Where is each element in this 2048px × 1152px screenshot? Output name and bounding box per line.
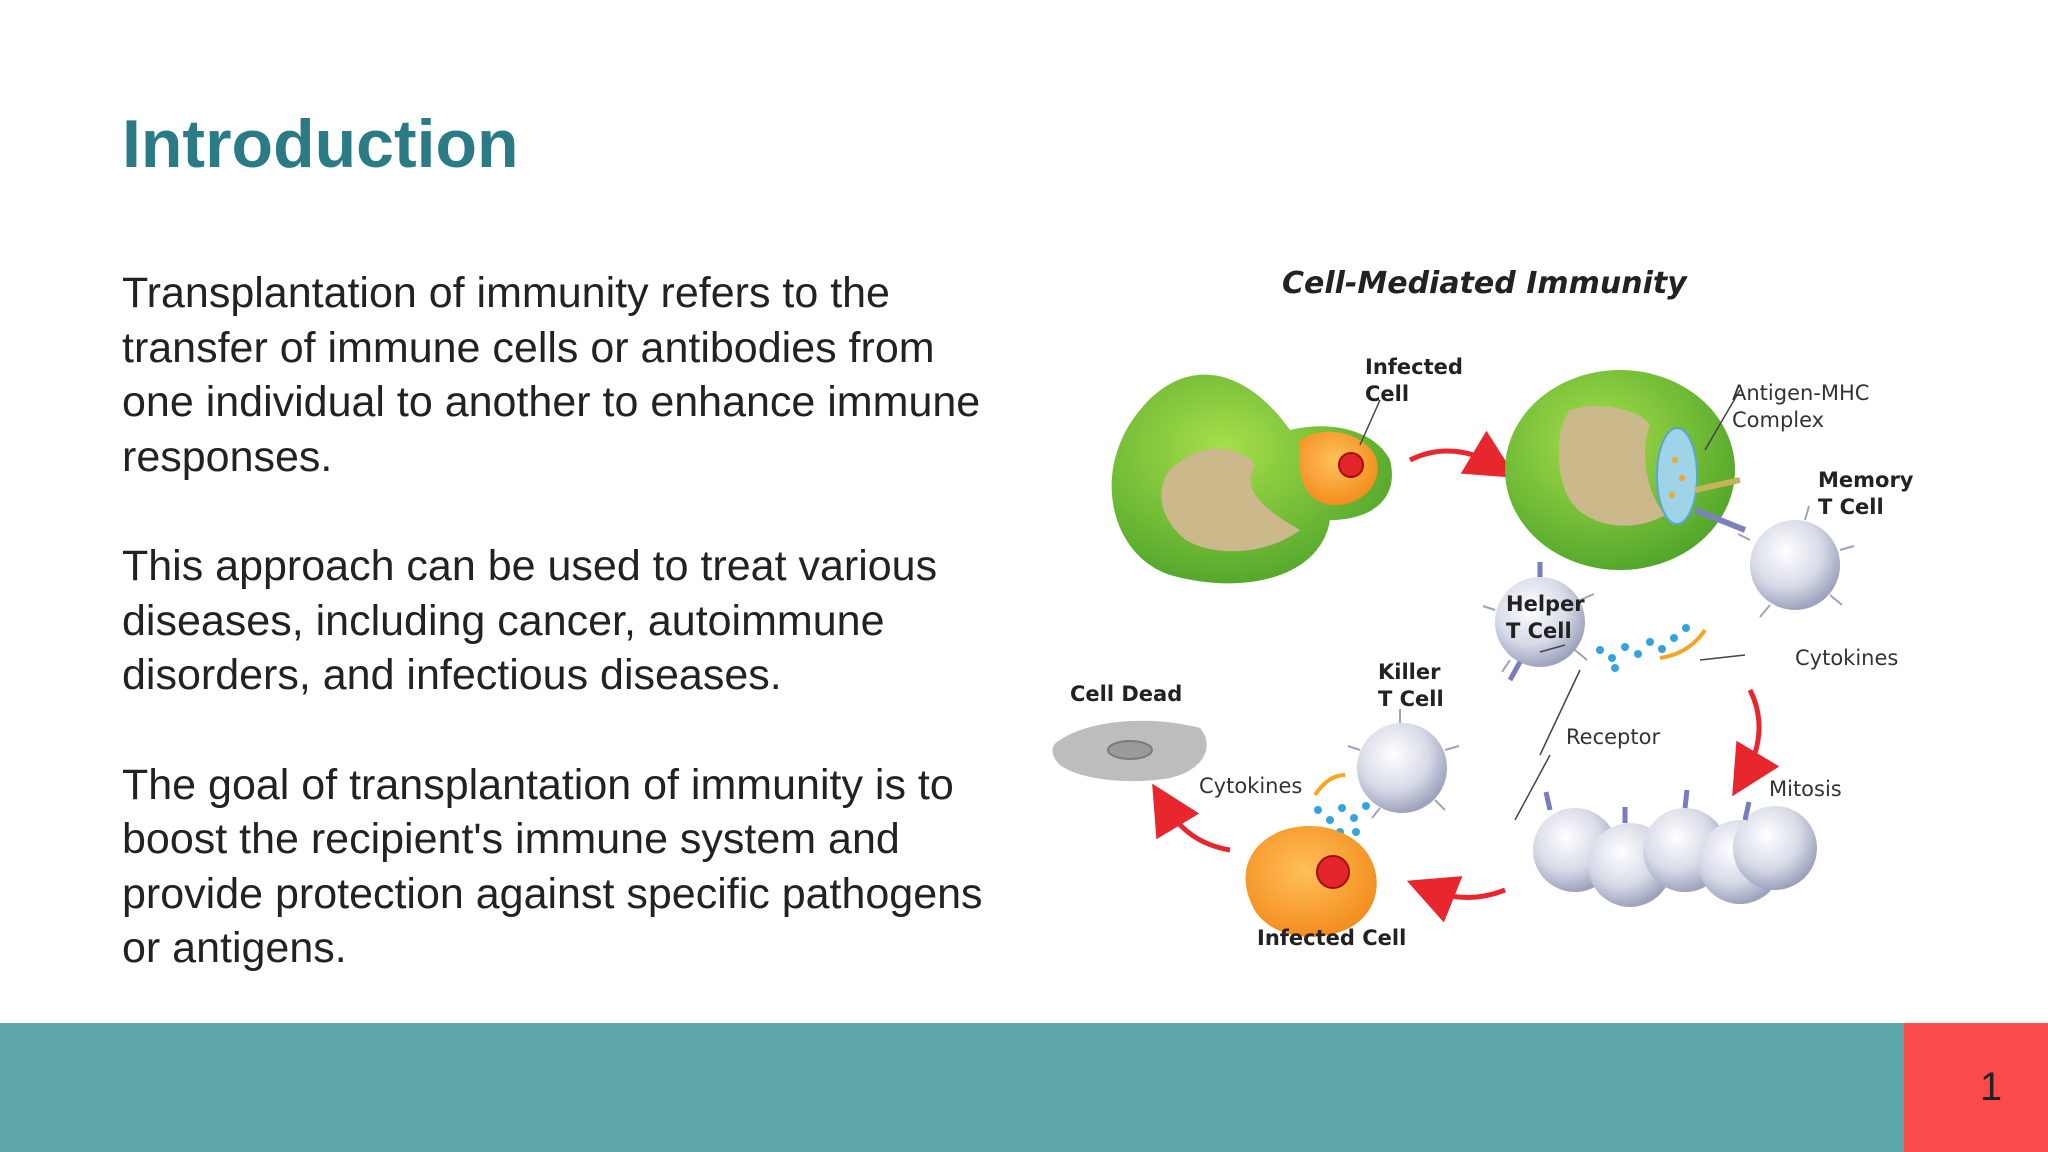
cytokine-particles-left (1314, 802, 1370, 844)
label-killer-t-cell-1: Killer (1378, 660, 1441, 684)
infected-target-cell (1245, 826, 1377, 937)
label-cytokines-left: Cytokines (1199, 774, 1302, 798)
cytokine-particles-right (1596, 624, 1690, 672)
page-number-box: 1 (1904, 1023, 2048, 1152)
label-infected-cell-bottom: Infected Cell (1257, 926, 1406, 950)
arrow-to-infected-cell (1406, 876, 1506, 923)
arrow-to-cell-dead (1152, 783, 1231, 853)
cell-mediated-immunity-diagram: Cell-Mediated Immunity (1040, 250, 1970, 970)
slide-body: Transplantation of immunity refers to th… (122, 266, 1012, 1031)
arrow-to-mitosis (1732, 688, 1780, 797)
killer-t-cell (1347, 709, 1460, 819)
label-receptor: Receptor (1566, 725, 1660, 749)
footer-bar: 1 (0, 1023, 2048, 1152)
slide-title: Introduction (122, 106, 519, 182)
label-cell-dead: Cell Dead (1070, 682, 1182, 706)
page-number: 1 (1979, 1065, 2003, 1109)
label-killer-t-cell-2: T Cell (1378, 687, 1444, 711)
memory-t-cell (1737, 505, 1855, 618)
dead-cell (1052, 720, 1207, 782)
helper-t-cell (1482, 562, 1595, 682)
paragraph-uses: This approach can be used to treat vario… (122, 542, 938, 699)
paragraph-definition: Transplantation of immunity refers to th… (122, 269, 981, 481)
label-antigen-mhc-1: Antigen-MHC (1732, 381, 1869, 405)
label-infected-cell-top-1: Infected (1365, 355, 1463, 379)
label-memory-t-cell-2: T Cell (1818, 495, 1884, 519)
label-helper-t-cell-2: T Cell (1506, 619, 1572, 643)
label-antigen-mhc-2: Complex (1732, 408, 1824, 432)
label-memory-t-cell-1: Memory (1818, 468, 1914, 492)
figure-title: Cell-Mediated Immunity (1282, 266, 1688, 301)
immunity-diagram-svg: Cell-Mediated Immunity (1052, 266, 1914, 950)
arrow-infection-to-presentation (1408, 430, 1517, 478)
label-infected-cell-top-2: Cell (1365, 382, 1409, 406)
label-cytokines-right: Cytokines (1795, 646, 1898, 670)
proliferating-t-cells (1533, 789, 1817, 907)
label-helper-t-cell-1: Helper (1506, 592, 1585, 616)
antigen-presenting-cell (1505, 370, 1747, 570)
infected-host-cell (1111, 374, 1392, 584)
paragraph-goal: The goal of transplantation of immunity … (122, 760, 983, 973)
label-mitosis: Mitosis (1769, 777, 1842, 801)
